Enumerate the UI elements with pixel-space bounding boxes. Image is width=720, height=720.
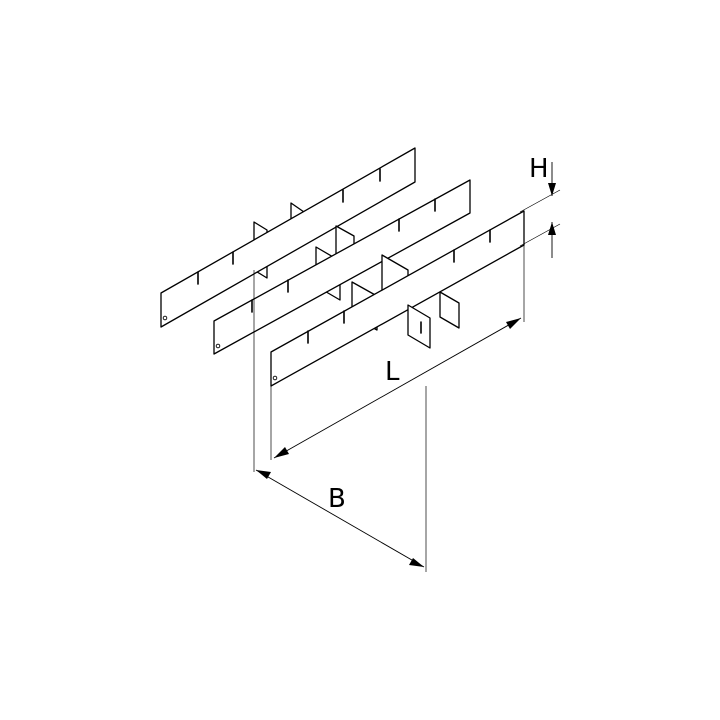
- long-divider-middle: [213, 179, 471, 355]
- extension-lines: [253, 189, 561, 572]
- dimension-length-label: L: [385, 357, 400, 387]
- dimension-length: L: [273, 317, 522, 459]
- dimension-height: H: [529, 154, 556, 258]
- dimension-height-label: H: [529, 154, 549, 184]
- long-divider-back: [160, 147, 416, 328]
- cross-divider-end: [407, 291, 460, 349]
- dimension-width: B: [255, 469, 425, 568]
- dimension-width-label: B: [328, 484, 346, 514]
